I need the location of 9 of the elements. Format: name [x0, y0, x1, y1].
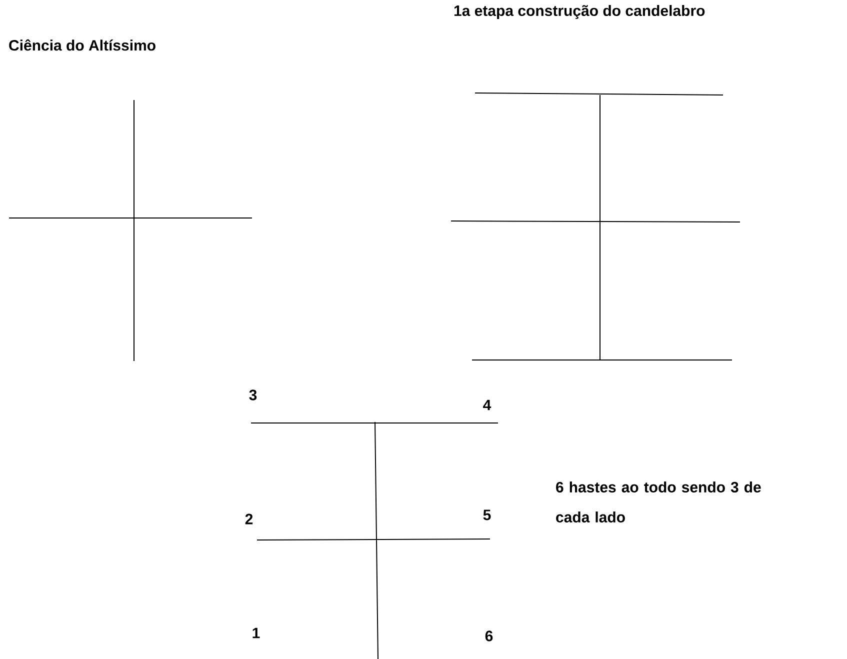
callout-number: 6 — [485, 630, 493, 642]
note-text: 6 hastes ao todo sendo 3 de cada lado — [556, 482, 761, 522]
callout-number: 1 — [252, 628, 260, 638]
heading: 1a etapa construção do candelabro — [454, 5, 705, 19]
callout-number: 2 — [245, 514, 253, 524]
callout-number: 4 — [483, 400, 492, 410]
callout-number: 5 — [483, 510, 491, 520]
callout-number: 3 — [249, 390, 257, 400]
heading: Ciência do Altíssimo — [9, 39, 156, 51]
